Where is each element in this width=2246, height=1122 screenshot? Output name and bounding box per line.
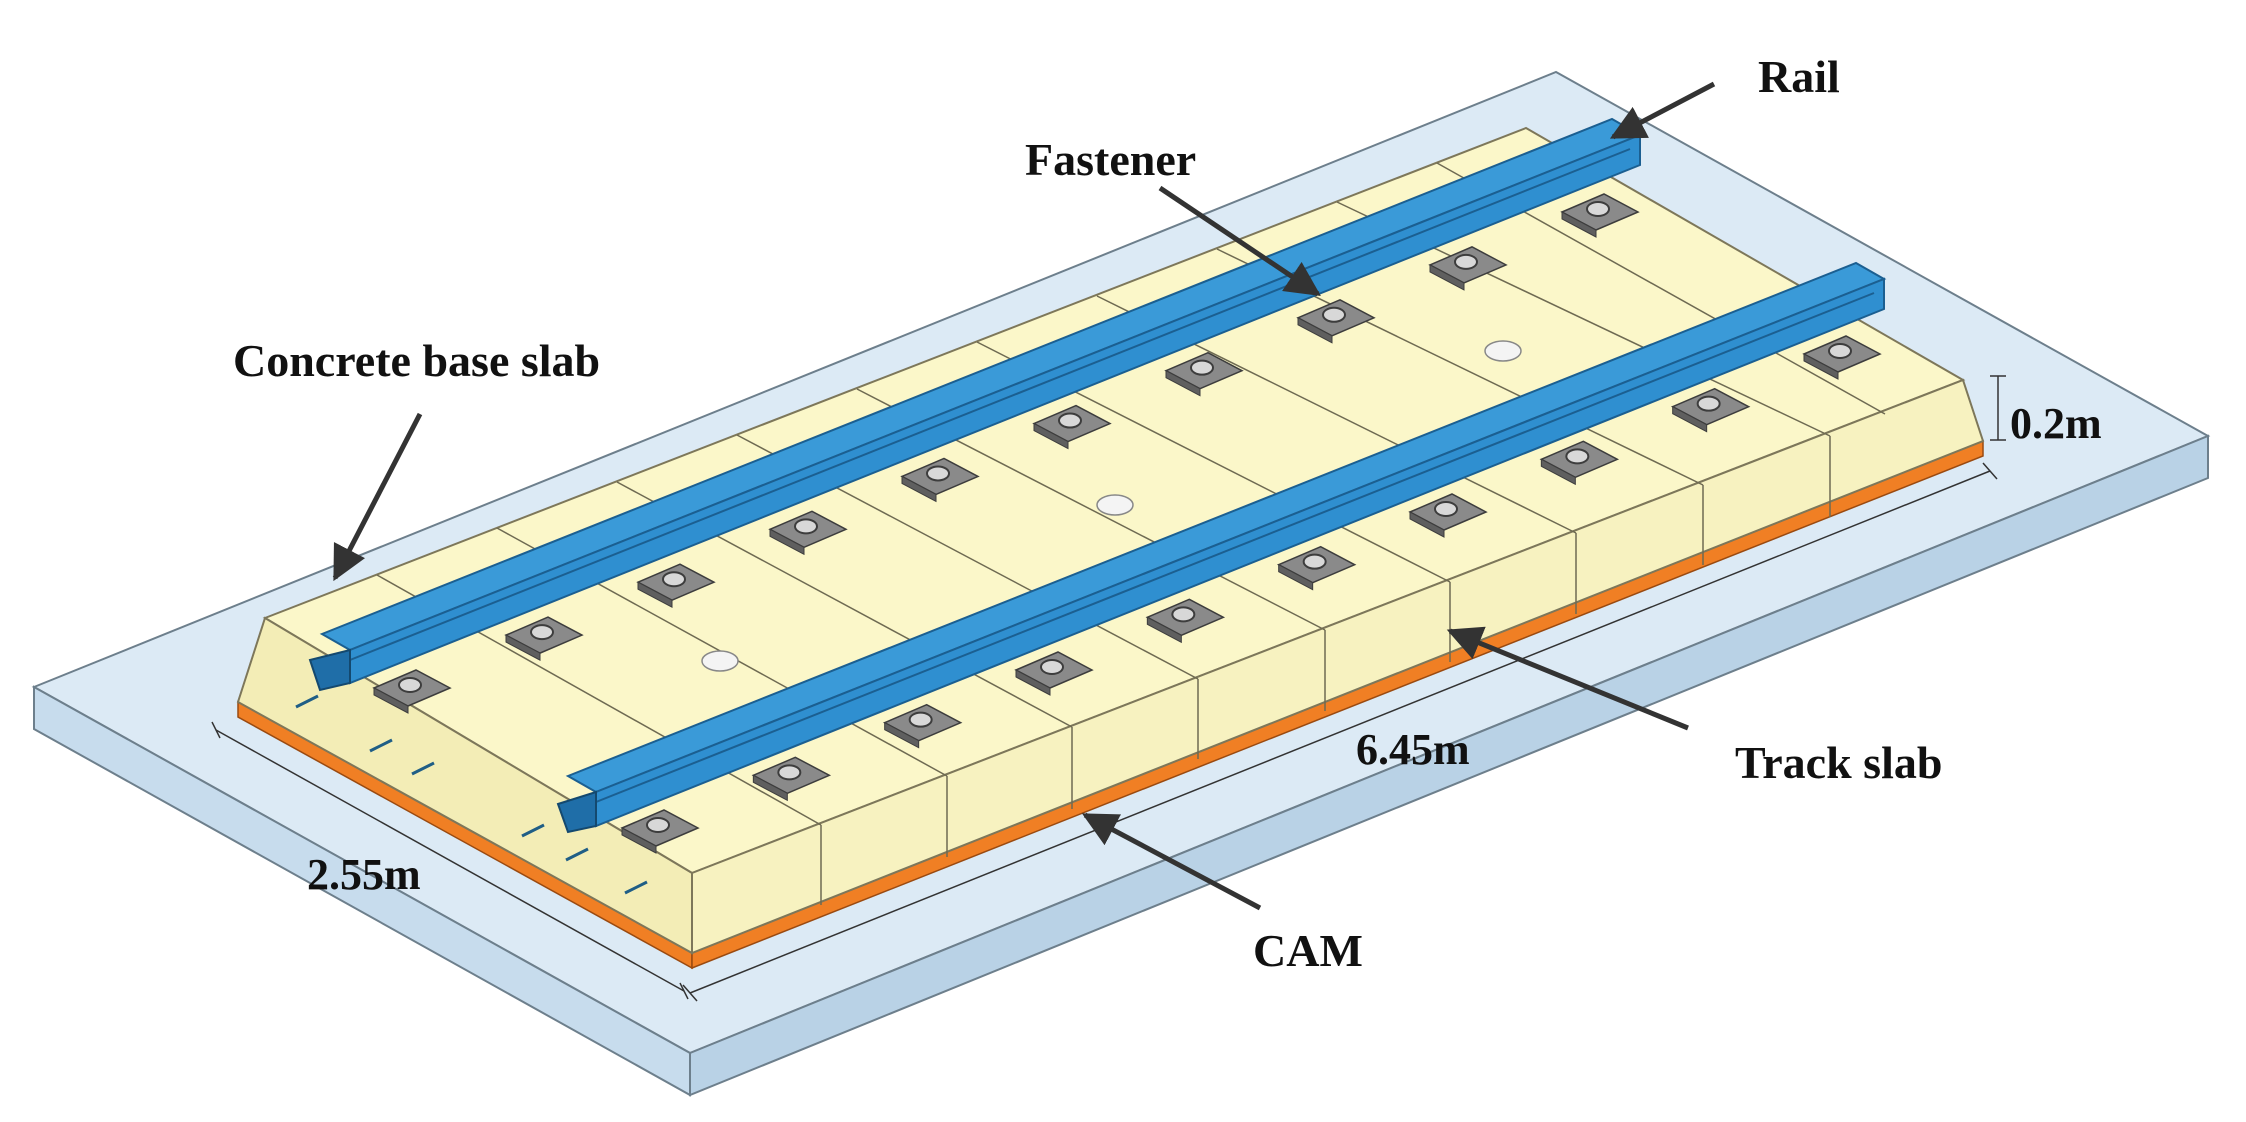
- fastener-plate: [1276, 545, 1357, 591]
- fastener-plate: [636, 563, 716, 609]
- concrete-base-slab-label: Concrete base slab: [233, 335, 601, 386]
- fastener-plate: [1296, 298, 1376, 344]
- thickness-dimension-label: 0.2m: [2010, 399, 2102, 448]
- rail-left-end: [308, 648, 351, 692]
- dimension-lines: [211, 375, 2006, 1002]
- fastener-plate: [1539, 440, 1620, 486]
- track-slab-arrow: [1446, 626, 1689, 731]
- rail-right: [556, 261, 1887, 834]
- fastener-plate: [768, 510, 848, 556]
- grout-hole: [1484, 340, 1522, 362]
- fasteners: [372, 193, 1882, 854]
- concrete-base-slab-arrow: [332, 412, 423, 582]
- fastener-plate: [1560, 193, 1640, 238]
- leader-arrows: [332, 81, 1716, 911]
- slab-grout-holes: [701, 340, 1522, 672]
- track-slab: [236, 126, 1985, 955]
- grout-hole: [701, 650, 739, 672]
- fastener-plate: [1032, 404, 1112, 450]
- cam-arrow: [1081, 812, 1262, 911]
- rail-arrow: [1609, 81, 1716, 140]
- fastener-plate: [1670, 387, 1751, 433]
- fastener-arrow: [1158, 185, 1321, 297]
- rail-label: Rail: [1758, 51, 1840, 102]
- slab-edge-dashes: [295, 694, 648, 895]
- grout-hole: [1096, 494, 1134, 516]
- fastener-plate: [1428, 246, 1508, 291]
- fastener-plate: [1164, 351, 1244, 397]
- fastener-plate: [1408, 493, 1488, 538]
- track-slab-label: Track slab: [1735, 737, 1943, 788]
- length-dimension-label: 6.45m: [1356, 725, 1470, 774]
- cam-label: CAM: [1253, 925, 1363, 976]
- track-slab-right-face: [691, 378, 1985, 955]
- fastener-plate: [372, 669, 452, 714]
- fastener-plate: [882, 703, 963, 749]
- fastener-plate: [751, 756, 832, 802]
- width-dimension-label: 2.55m: [307, 850, 421, 899]
- fastener-plate: [1014, 651, 1094, 696]
- fastener-plate: [900, 457, 980, 503]
- rail-right-end: [556, 790, 597, 834]
- fastener-plate: [1802, 335, 1882, 380]
- length-dimension-line: [689, 470, 1991, 994]
- base-slab-right-face: [689, 434, 2209, 1097]
- fastener-label: Fastener: [1025, 134, 1197, 185]
- fastener-plate: [620, 809, 700, 854]
- fastener-plate: [1145, 598, 1226, 644]
- fastener-plate: [504, 616, 584, 661]
- width-dimension-line: [215, 729, 685, 992]
